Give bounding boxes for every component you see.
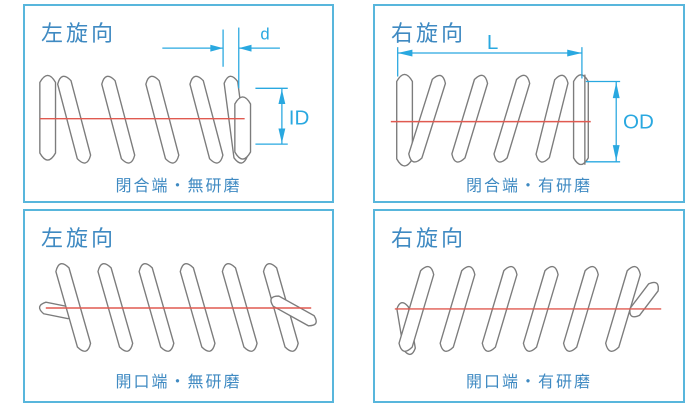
dimension-outer-diameter: OD (585, 80, 654, 163)
dimension-inner-diameter: ID (255, 87, 310, 145)
arrow-up-icon (612, 82, 620, 99)
winding-direction-label: 左旋向 (41, 226, 117, 251)
winding-direction-label: 左旋向 (41, 21, 117, 46)
free-length-label: L (487, 31, 498, 54)
panel-bottom-left: 左旋向 開口端・無研磨 (23, 209, 334, 403)
outer-diameter-label: OD (623, 110, 654, 133)
spring-drawing-open-ground (394, 265, 662, 356)
end-type-caption: 閉合端・有研磨 (465, 178, 592, 195)
inner-diameter-label: ID (289, 107, 310, 130)
winding-direction-label: 右旋向 (391, 226, 467, 251)
dimension-wire-diameter: d (162, 24, 280, 89)
wire-diameter-label: d (260, 24, 269, 43)
spring-coils-right-hand (396, 265, 659, 356)
end-type-caption: 開口端・無研磨 (115, 374, 242, 391)
panel-top-left: d ID 左旋向 閉合端・無研磨 (23, 4, 334, 203)
arrow-down-icon (278, 128, 286, 144)
panel-bottom-right: 右旋向 開口端・有研磨 (373, 209, 685, 403)
arrow-down-icon (612, 145, 620, 161)
spring-coils-left-hand (39, 74, 252, 164)
spring-drawing-closed-unground: d ID (39, 24, 310, 164)
arrow-right-icon (210, 44, 224, 52)
arrow-right-icon (567, 49, 582, 57)
dimension-free-length: L (397, 31, 583, 79)
winding-direction-label: 右旋向 (391, 21, 467, 46)
spring-coils-right-hand (396, 73, 589, 167)
end-type-caption: 開口端・有研磨 (465, 374, 592, 391)
arrow-up-icon (278, 89, 286, 104)
arrow-left-icon (397, 49, 413, 57)
arrow-left-icon (238, 44, 252, 52)
spring-drawing-open-unground (38, 263, 317, 352)
spring-drawing-closed-ground: L OD (390, 31, 654, 167)
end-type-caption: 閉合端・無研磨 (115, 178, 242, 195)
panel-top-right: L OD 右旋向 閉合端・有研磨 (373, 4, 685, 203)
